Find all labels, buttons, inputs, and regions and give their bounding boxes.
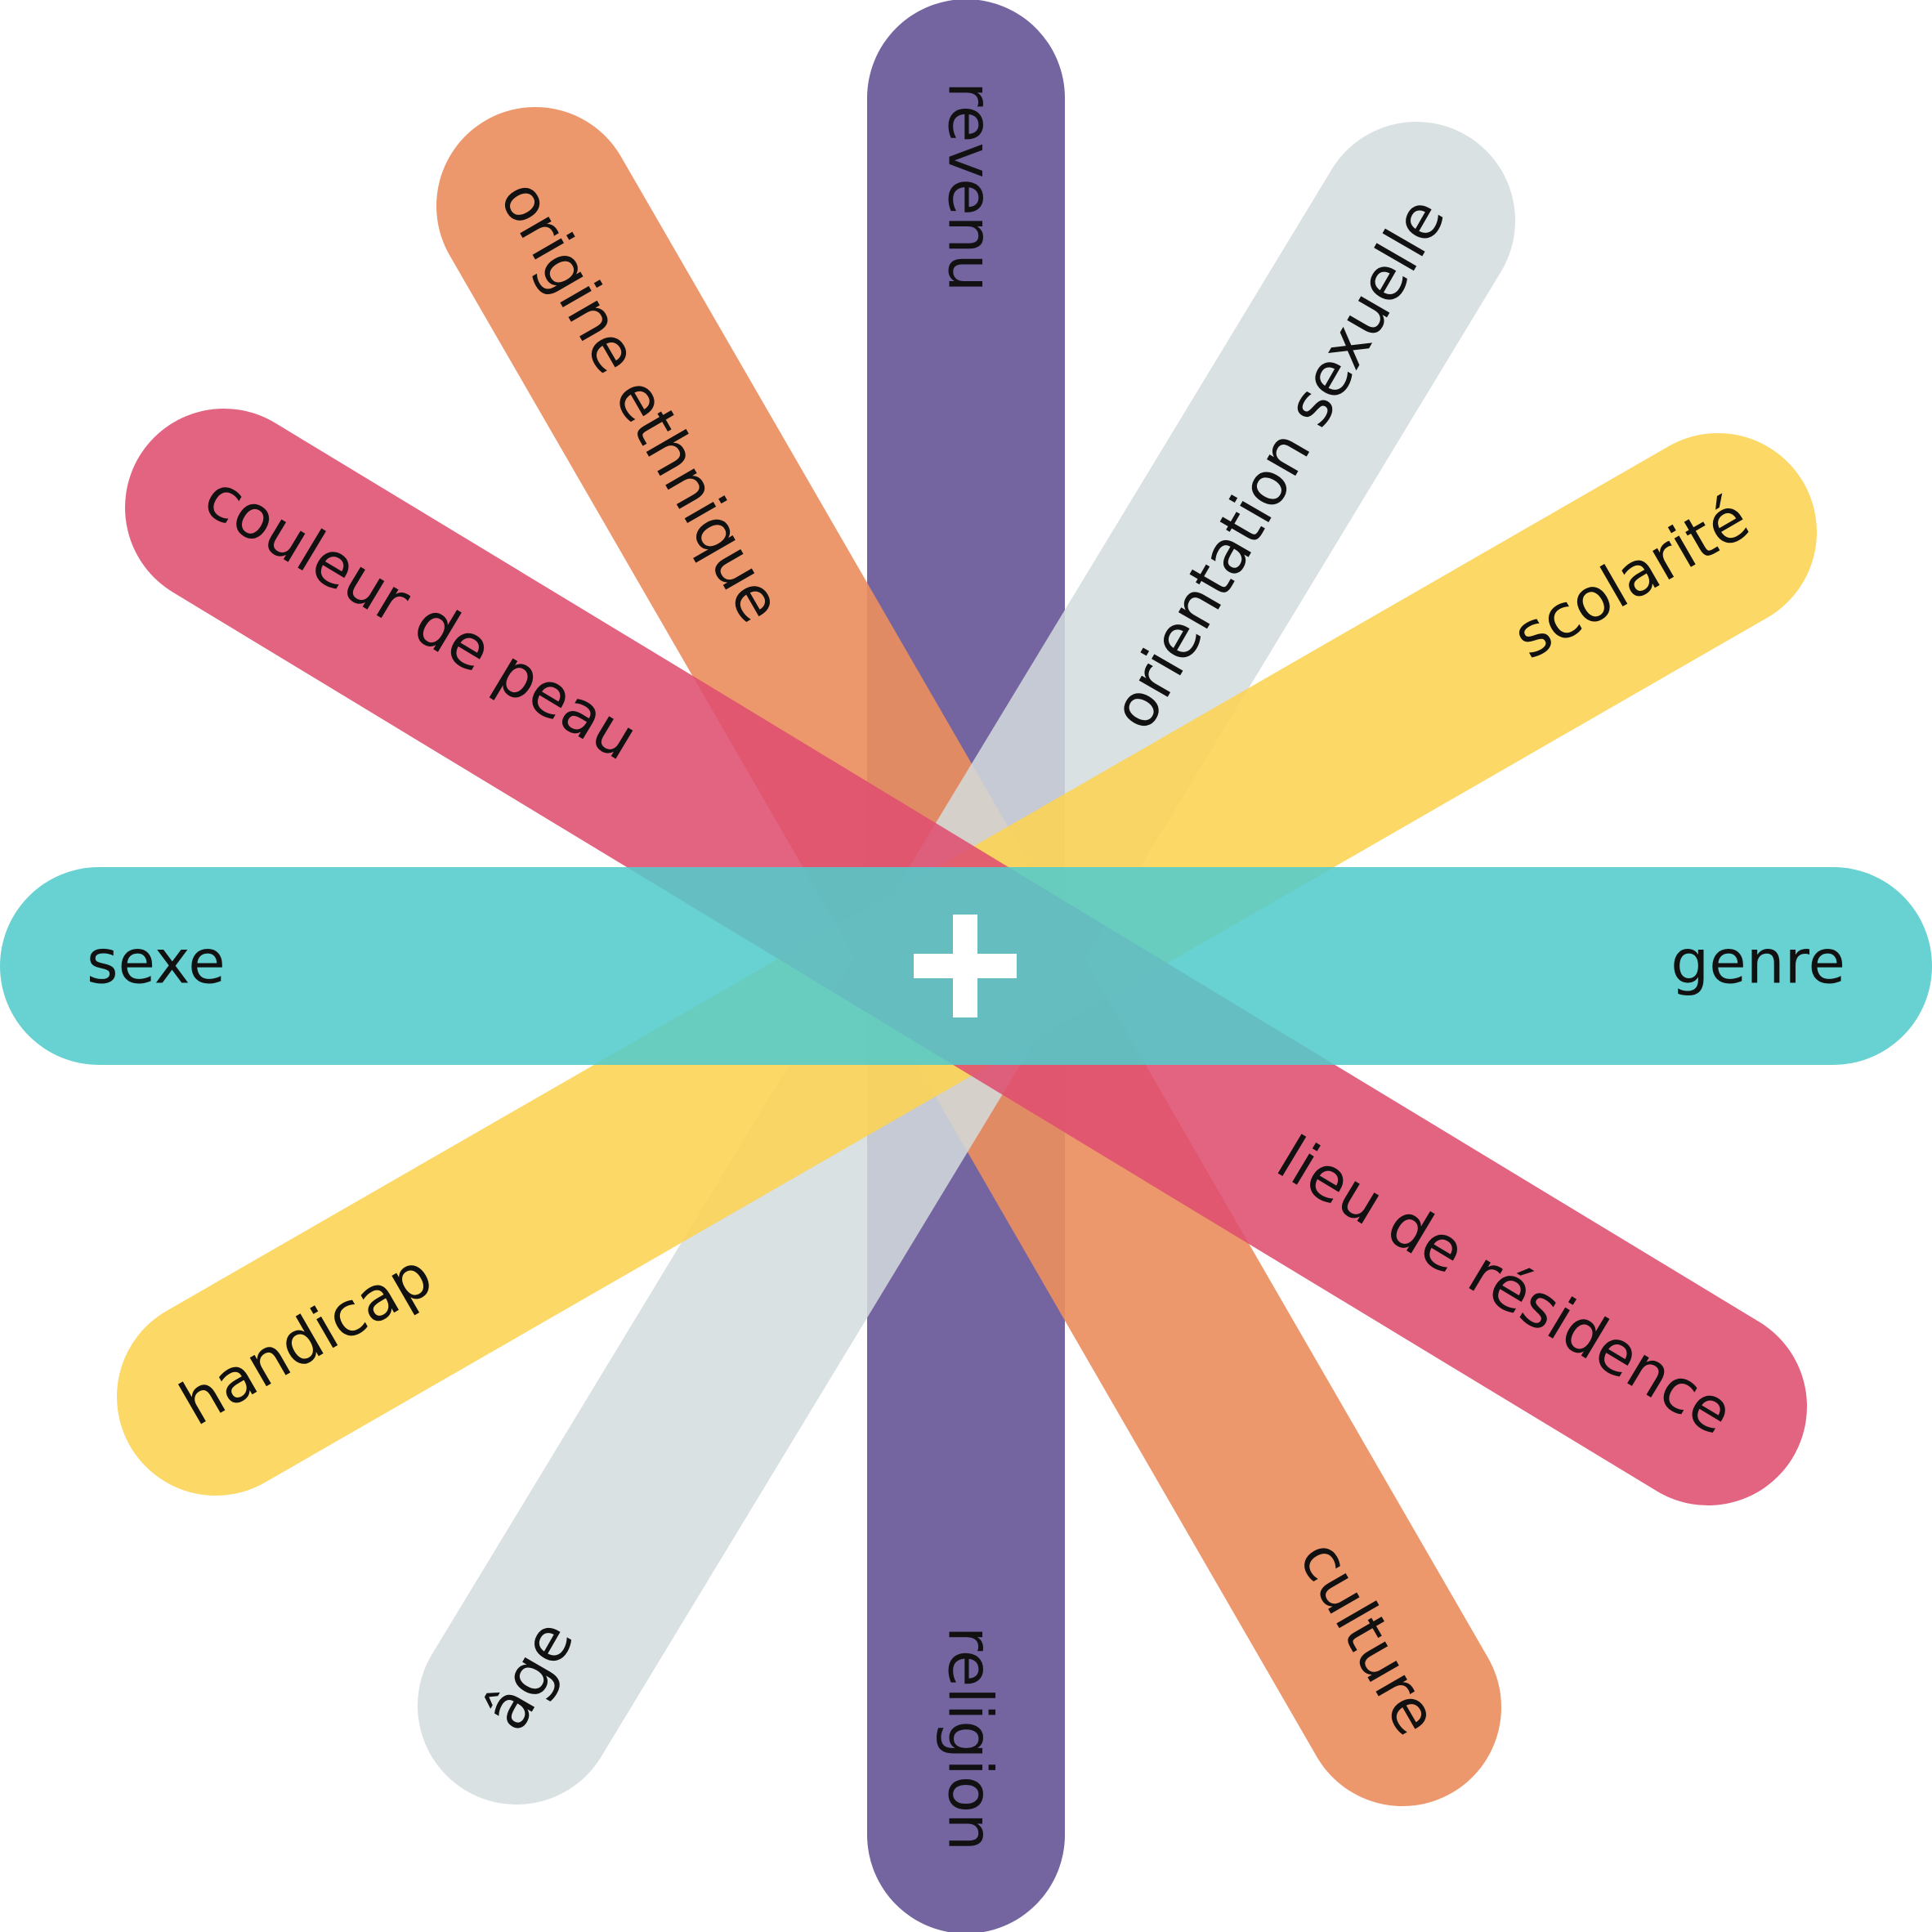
label-religion: religion (934, 1626, 1004, 1851)
label-genre: genre (1670, 928, 1845, 998)
center-plus-icon (914, 915, 1017, 1017)
label-sexe: sexe (87, 928, 226, 998)
label-revenu: revenu (934, 82, 1004, 292)
plus-vertical-stroke (953, 915, 977, 1017)
